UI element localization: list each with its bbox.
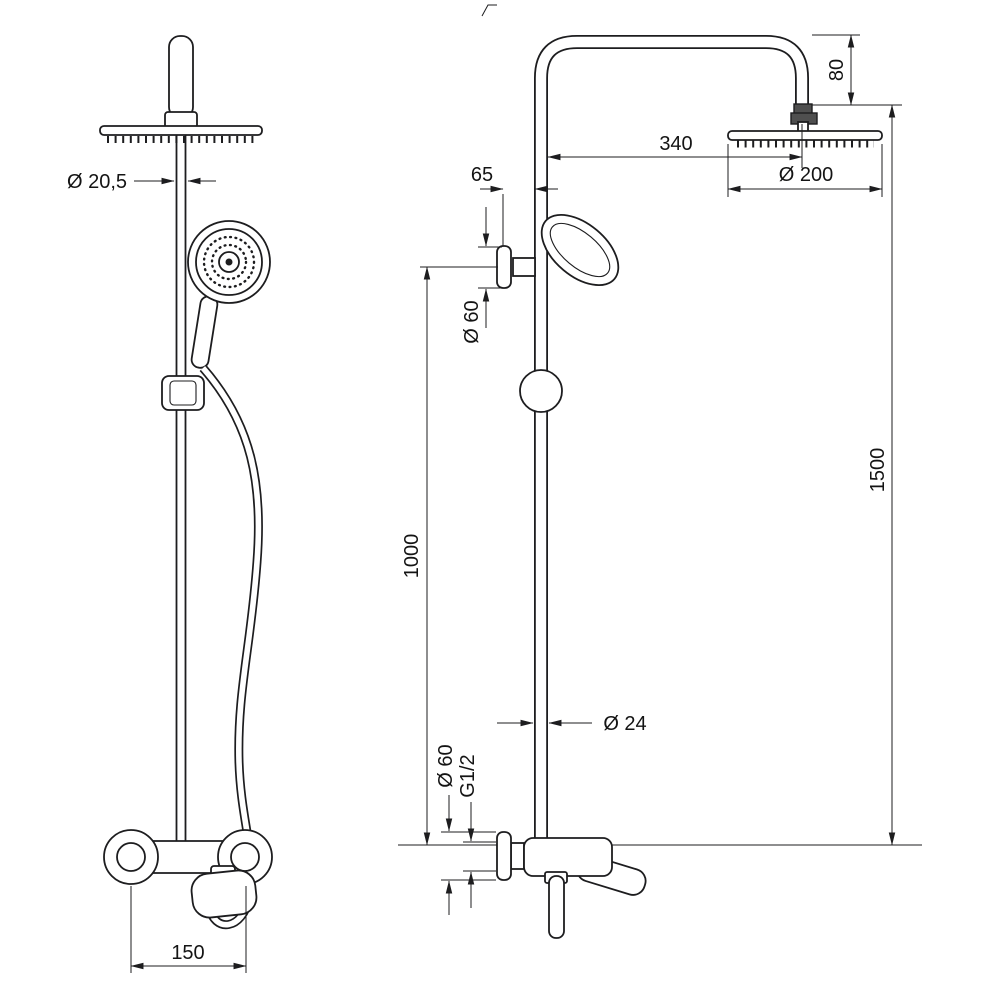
front-hand-shower-head bbox=[187, 220, 271, 304]
side-mixer bbox=[496, 831, 647, 939]
dim-label-rail-height: 1000 bbox=[401, 534, 423, 579]
holder-flange bbox=[496, 245, 512, 289]
dim-label-thread-size: G1/2 bbox=[457, 754, 479, 797]
dim-label-mixer-centers: 150 bbox=[171, 942, 204, 964]
front-top-tube bbox=[168, 35, 194, 119]
front-slider-clamp bbox=[161, 375, 205, 411]
side-mixer-connector bbox=[510, 842, 525, 870]
dim-head-drop: 80 bbox=[812, 34, 902, 106]
side-rain-head-plate bbox=[727, 130, 883, 141]
front-mixer-left-escutcheon bbox=[103, 829, 159, 885]
side-hose-outlet bbox=[548, 875, 565, 939]
side-slider-ring bbox=[519, 369, 563, 413]
dim-arm-reach: 340 bbox=[547, 124, 803, 168]
side-view: 80 340 Ø 200 65 Ø 60 bbox=[398, 34, 922, 939]
side-hand-shower-profile bbox=[540, 213, 620, 287]
dim-label-holder-diameter: Ø 60 bbox=[461, 300, 483, 343]
dim-head-diameter: Ø 200 bbox=[727, 144, 883, 197]
finish-symbol bbox=[481, 4, 497, 17]
side-head-connector bbox=[790, 103, 818, 133]
dim-label-flange-diameter: Ø 60 bbox=[435, 744, 457, 787]
side-mixer-body bbox=[523, 837, 613, 877]
dim-label-holder-offset: 65 bbox=[471, 164, 493, 186]
dim-hand-pipe-diameter: Ø 20,5 bbox=[67, 171, 216, 193]
holder-arm bbox=[512, 257, 536, 277]
side-column-pipe bbox=[534, 35, 809, 848]
dim-label-total-height: 1500 bbox=[867, 448, 889, 493]
front-rain-head-plate bbox=[99, 125, 263, 136]
front-mixer bbox=[103, 829, 273, 919]
dim-total-height: 1500 bbox=[867, 104, 896, 846]
front-hand-shower-handle bbox=[190, 295, 219, 369]
front-mixer-lever bbox=[190, 869, 258, 919]
dim-label-hand-pipe-diameter: Ø 20,5 bbox=[67, 171, 127, 193]
dim-holder-diameter: Ø 60 bbox=[461, 207, 502, 344]
front-rail-pipe bbox=[175, 120, 187, 848]
front-view: Ø 20,5 150 bbox=[67, 35, 273, 973]
dim-pipe-diameter: Ø 24 bbox=[497, 713, 647, 735]
dim-holder-offset: 65 bbox=[471, 164, 558, 246]
side-hand-shower-holder bbox=[496, 245, 536, 289]
dim-rail-height: 1000 bbox=[401, 266, 498, 846]
dim-label-head-drop: 80 bbox=[826, 59, 848, 81]
dim-label-head-diameter: Ø 200 bbox=[779, 164, 833, 186]
dim-label-pipe-diameter: Ø 24 bbox=[603, 713, 646, 735]
side-mixer-flange bbox=[496, 831, 512, 881]
dim-label-arm-reach: 340 bbox=[659, 133, 692, 155]
dim-mixer-centers: 150 bbox=[130, 886, 247, 973]
dim-thread-size: G1/2 bbox=[457, 754, 496, 908]
